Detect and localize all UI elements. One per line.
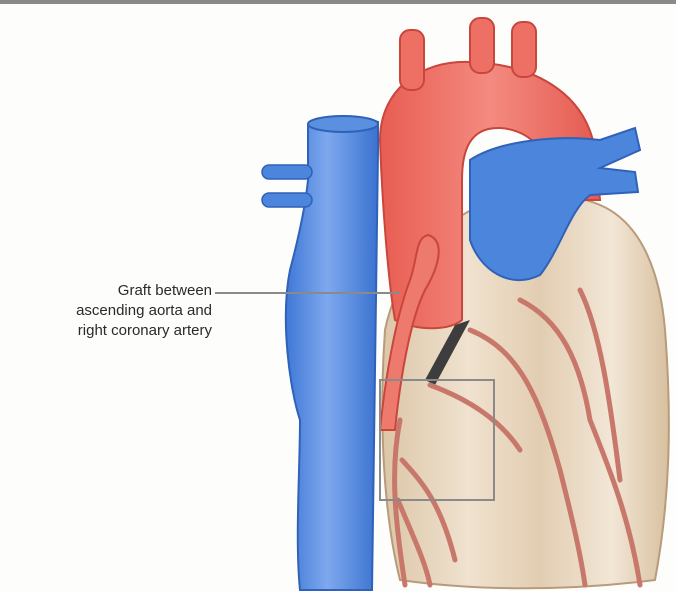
callout-line-3: right coronary artery bbox=[0, 321, 212, 341]
callout-line-2: ascending aorta and bbox=[0, 301, 212, 321]
pulmonary-vein-upper bbox=[262, 165, 312, 179]
aortic-branch-3 bbox=[512, 22, 536, 77]
vena-cava bbox=[286, 118, 378, 590]
aortic-branch-1 bbox=[400, 30, 424, 90]
callout-label: Graft between ascending aorta and right … bbox=[0, 281, 212, 341]
vena-cava-top bbox=[308, 116, 378, 132]
pulmonary-vein-lower bbox=[262, 193, 312, 207]
aortic-branch-2 bbox=[470, 18, 494, 73]
callout-line-1: Graft between bbox=[0, 281, 212, 301]
